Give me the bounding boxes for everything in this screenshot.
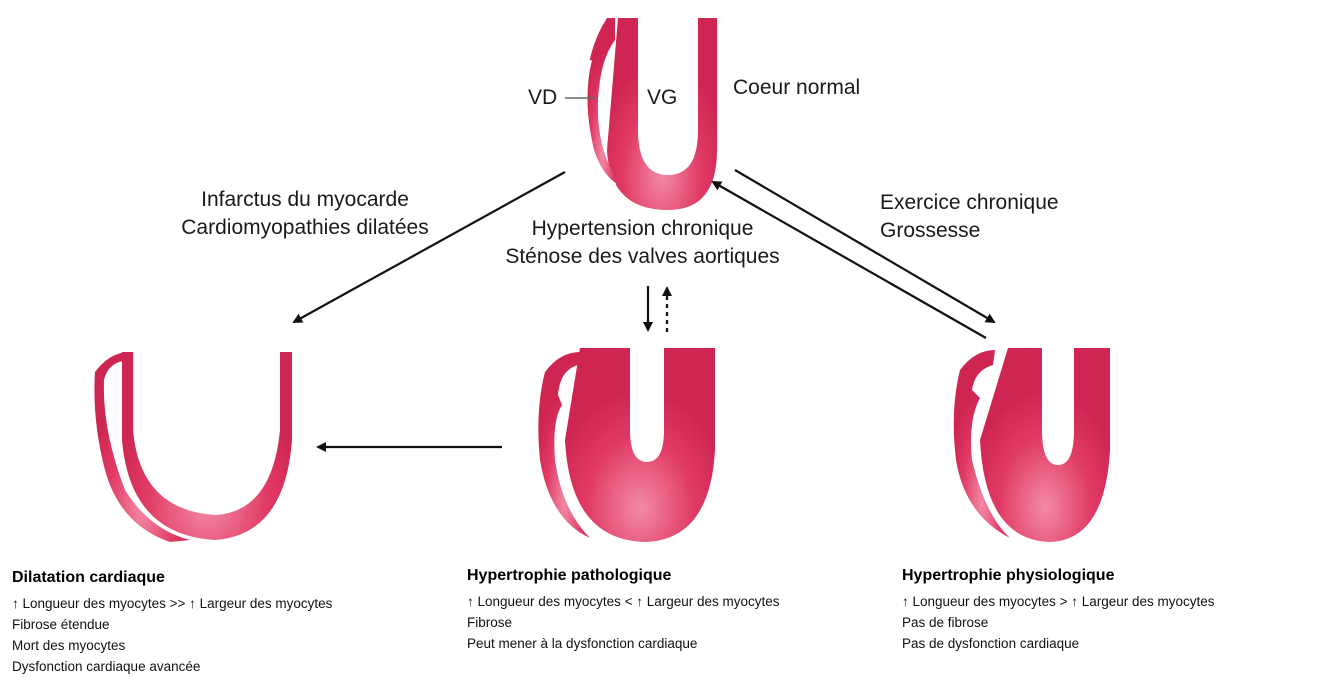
right-cause-1: Exercice chronique	[880, 189, 1059, 217]
dilatation-line-1: ↑ Longueur des myocytes >> ↑ Largeur des…	[12, 596, 332, 611]
dilated-heart	[94, 352, 292, 542]
label-center-cause: Hypertension chronique Sténose des valve…	[490, 215, 795, 271]
pathological-heart	[538, 348, 715, 542]
label-left-cause: Infarctus du myocarde Cardiomyopathies d…	[165, 186, 445, 242]
label-right-cause: Exercice chronique Grossesse	[880, 189, 1059, 245]
right-cause-2: Grossesse	[880, 217, 1059, 245]
left-cause-2: Cardiomyopathies dilatées	[165, 214, 445, 242]
dilatation-line-4: Dysfonction cardiaque avancée	[12, 659, 200, 674]
pathological-title: Hypertrophie pathologique	[467, 567, 671, 585]
physiological-line-1: ↑ Longueur des myocytes > ↑ Largeur des …	[902, 594, 1215, 609]
dilatation-line-2: Fibrose étendue	[12, 617, 110, 632]
dilated-lv-wall	[122, 352, 292, 540]
label-vd: VD	[528, 84, 557, 112]
left-cause-1: Infarctus du myocarde	[165, 186, 445, 214]
pathological-line-2: Fibrose	[467, 615, 512, 630]
physiological-heart	[954, 348, 1110, 542]
pathological-lv-wall	[565, 348, 715, 542]
dilatation-title: Dilatation cardiaque	[12, 569, 165, 587]
physiological-line-2: Pas de fibrose	[902, 615, 988, 630]
pathological-line-3: Peut mener à la dysfonction cardiaque	[467, 636, 697, 651]
center-cause-1: Hypertension chronique	[490, 215, 795, 243]
label-vg: VG	[647, 84, 677, 112]
normal-heart	[565, 18, 717, 210]
label-normal-heart: Coeur normal	[733, 74, 860, 102]
pathological-line-1: ↑ Longueur des myocytes < ↑ Largeur des …	[467, 594, 780, 609]
normal-lv-wall	[607, 18, 717, 210]
physiological-title: Hypertrophie physiologique	[902, 567, 1114, 585]
center-cause-2: Sténose des valves aortiques	[490, 243, 795, 271]
dilatation-line-3: Mort des myocytes	[12, 638, 125, 653]
physiological-lv-wall	[980, 348, 1110, 542]
physiological-line-3: Pas de dysfonction cardiaque	[902, 636, 1079, 651]
